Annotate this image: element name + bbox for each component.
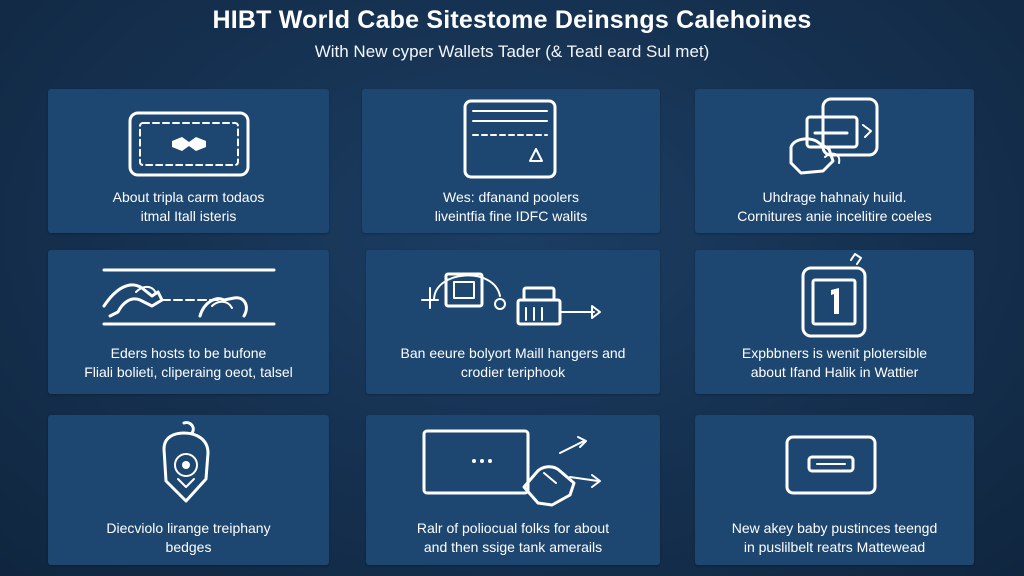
card-caption-line: and then ssige tank amerails [423,539,603,555]
shield-tag-icon [162,421,210,503]
wallet-warning-icon [463,99,557,179]
card-caption: Ralr of poliocual folks for about and th… [366,519,660,557]
laptop-hand-icon [422,429,601,507]
hardware-wallet-icon [789,97,879,175]
card-caption: About tripla carm todaos itmal Itall ist… [48,188,329,226]
feature-card-3: Uhdrage hahnaiy huild. Cornitures anie i… [695,89,974,233]
card-caption: Ban eeure bolyort Maill hangers and crod… [366,344,660,382]
card-caption-line: crodier teriphook [460,364,566,380]
card-caption-line: Uhdrage hahnaiy huild. [762,189,907,205]
card-caption-line: Expbbners is wenit plotersible [741,345,928,361]
card-caption-line: Eders hosts to be bufone [110,345,267,361]
card-caption-line: About tripla carm todaos [112,189,265,205]
card-caption-line: Fliali bolieti, cliperaing oeot, talsel [84,364,293,380]
card-caption-line: Ralr of poliocual folks for about [416,520,610,536]
card-caption: Uhdrage hahnaiy huild. Cornitures anie i… [695,188,974,226]
feature-card-7: Diecviolo lirange treiphany bedges [48,415,329,565]
handshake-transfer-icon [102,268,276,326]
card-caption-line: Cornitures anie incelitire coeles [737,208,932,224]
page-title: HIBT World Cabe Sitestome Deinsngs Caleh… [212,6,812,34]
card-icon [128,111,250,177]
card-caption-line: itmal Itall isteris [140,208,237,224]
card-caption: New akey baby pustinces teengd in puslil… [695,519,974,557]
card-caption: Wes: dfanand poolers liveintfia fine IDF… [362,188,660,226]
feature-card-2: Wes: dfanand poolers liveintfia fine IDF… [362,89,660,233]
feature-card-4: Eders hosts to be bufone Fliali bolieti,… [48,250,329,394]
feature-card-5: Ban eeure bolyort Maill hangers and crod… [366,250,660,394]
feature-card-1: About tripla carm todaos itmal Itall ist… [48,89,329,233]
network-transfer-icon [421,272,601,326]
card-caption-line: bedges [165,539,212,555]
page-subtitle: With New cyper Wallets Tader (& Teatl ea… [314,42,710,61]
card-caption-line: Ban eeure bolyort Maill hangers and [400,345,626,361]
card-caption: Eders hosts to be bufone Fliali bolieti,… [48,344,329,382]
card-caption-line: in puslilbelt reatrs Mattewead [743,539,926,555]
card-caption-line: Wes: dfanand poolers [443,189,579,205]
card-caption-line: Diecviolo lirange treiphany [106,520,271,536]
card-caption-line: liveintfia fine IDFC walits [434,208,588,224]
feature-card-9: New akey baby pustinces teengd in puslil… [695,415,974,565]
feature-card-8: Ralr of poliocual folks for about and th… [366,415,660,565]
card-caption-line: about Ifand Halik in Wattier [750,364,919,380]
card-slot-icon [785,435,877,495]
card-caption: Diecviolo lirange treiphany bedges [48,519,329,557]
device-number-icon [801,253,867,338]
card-caption-line: New akey baby pustinces teengd [731,520,938,536]
card-caption: Expbbners is wenit plotersible about Ifa… [695,344,974,382]
feature-card-6: Expbbners is wenit plotersible about Ifa… [695,250,974,394]
